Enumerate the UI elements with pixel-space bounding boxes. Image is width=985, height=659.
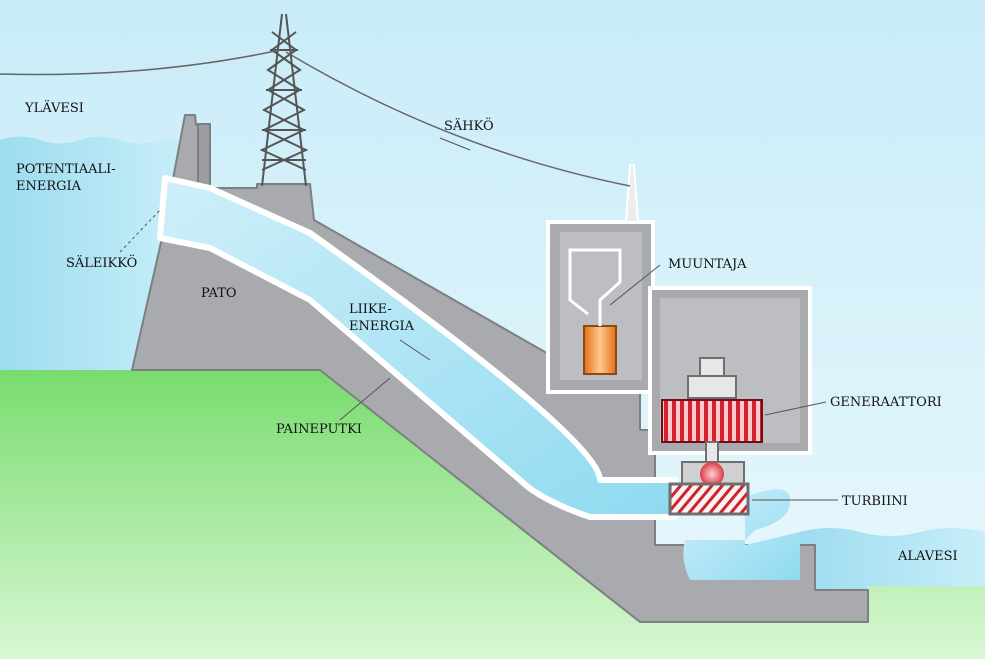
kinetic-energy-label-line1: LIIKE- (349, 302, 392, 317)
trash-rack-label: SÄLEIKKÖ (66, 256, 138, 271)
upper-water-label: YLÄVESI (25, 101, 84, 116)
transformer-leader (609, 264, 661, 306)
generator-label: GENERAATTORI (830, 395, 942, 410)
penstock-label: PAINEPUTKI (276, 422, 362, 437)
intake-gate (197, 123, 211, 189)
transformer-cable (568, 248, 622, 326)
potential-energy-label-line1: POTENTIAALI- (16, 162, 116, 177)
lower-water-label: ALAVESI (898, 549, 958, 564)
upper-reservoir (0, 136, 185, 370)
transformer (583, 325, 617, 375)
kinetic-energy-label-line2: ENERGIA (349, 319, 415, 334)
power-pylon (259, 13, 309, 187)
penstock-pipe (157, 175, 678, 520)
transformer-bushing (624, 164, 640, 223)
penstock-leader (339, 377, 391, 421)
trash-rack-leader (119, 209, 161, 253)
ground (0, 370, 985, 659)
turbine-runner (700, 462, 724, 486)
kinetic-energy-leader (399, 339, 431, 361)
transformer-label: MUUNTAJA (668, 257, 747, 272)
power-line-left (0, 49, 281, 76)
dam-label: PATO (201, 286, 237, 301)
shaft (705, 441, 719, 465)
power-line-right (285, 51, 631, 187)
generator-top (699, 357, 725, 377)
turbine (668, 482, 750, 516)
lower-reservoir (800, 528, 985, 600)
electricity-label: SÄHKÖ (444, 119, 494, 134)
potential-energy-label-line2: ENERGIA (16, 179, 82, 194)
generator-leader (764, 401, 827, 416)
generator-cap (687, 375, 737, 399)
water-outflow (683, 489, 800, 580)
turbine-label: TURBIINI (842, 494, 908, 509)
electricity-leader (439, 137, 471, 151)
generator (661, 399, 763, 443)
